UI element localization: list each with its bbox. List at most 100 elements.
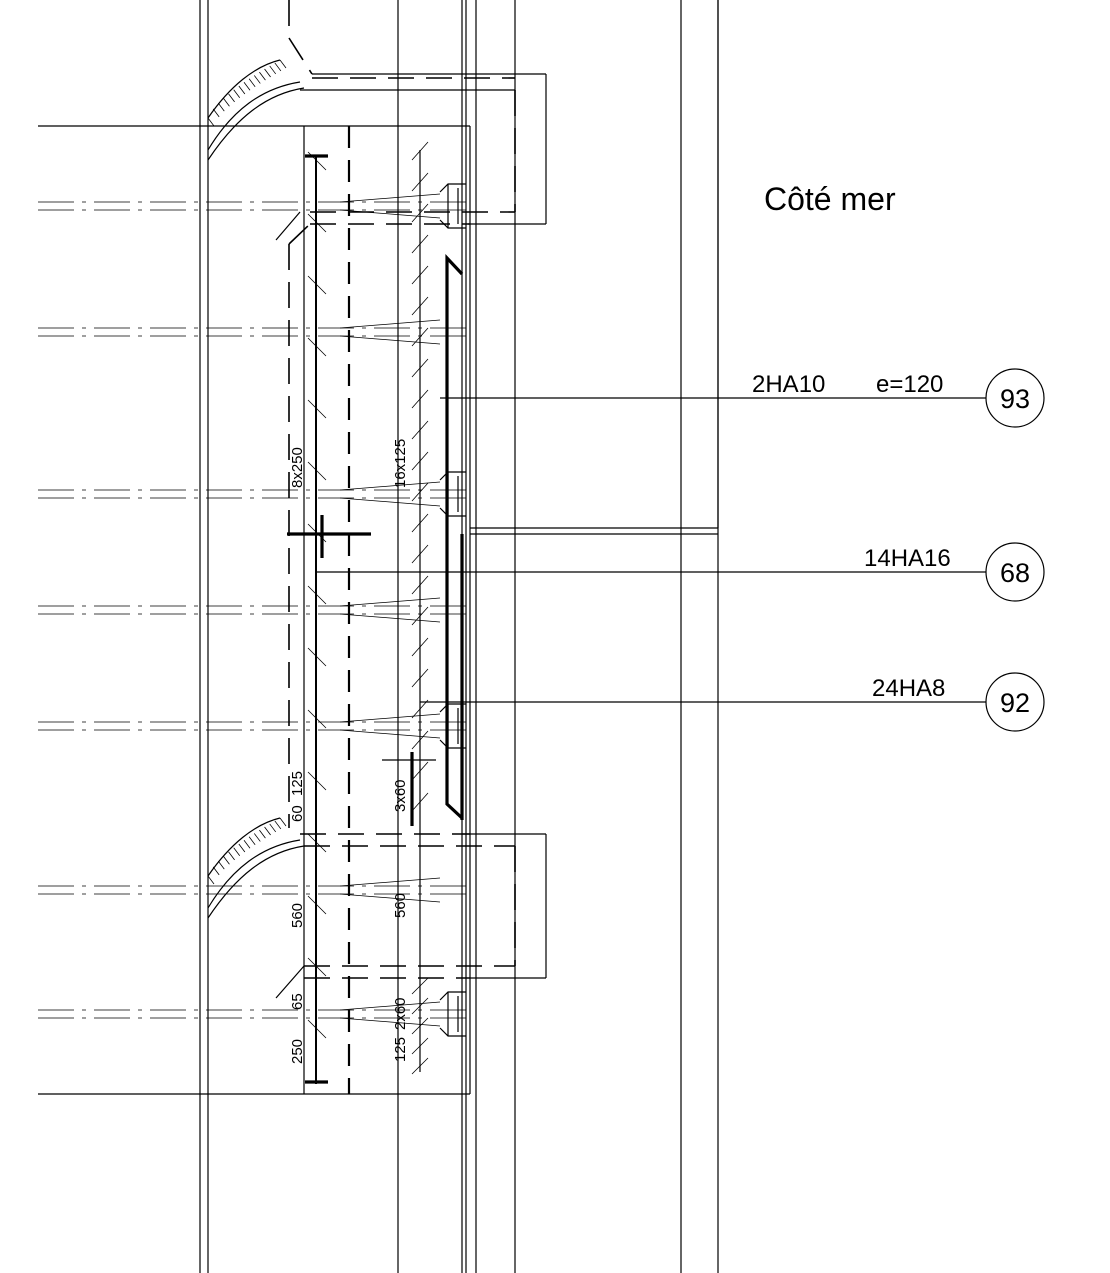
tick [307, 771, 327, 791]
tick [411, 544, 429, 564]
mark-circle [985, 672, 1045, 732]
anchor-plate [439, 471, 466, 517]
dim-3x60: 3x60 [392, 779, 409, 812]
hatch-line [212, 108, 220, 118]
anchor-bar [38, 597, 470, 623]
tick [411, 296, 429, 316]
anchor-plate [439, 991, 466, 1037]
hatch-line [223, 98, 230, 107]
slab-outline [38, 125, 471, 1095]
tick [411, 1037, 429, 1055]
anchor-bar [38, 877, 470, 903]
hatch-line [217, 102, 225, 112]
hatch-line [233, 847, 241, 857]
top-dashed-box [275, 0, 547, 828]
hatch-line [238, 85, 246, 95]
tick [411, 420, 429, 440]
anchor-plate [439, 703, 466, 749]
tick [411, 977, 429, 995]
dim-125-bottom: 125 [392, 1037, 409, 1062]
tick [411, 389, 429, 409]
arc-hatching [207, 59, 287, 885]
hatch-line [248, 78, 256, 88]
tick [411, 141, 429, 161]
hatch-line [259, 71, 266, 81]
bar-68 [445, 253, 464, 820]
side-label: Côté mer [764, 181, 896, 217]
hatch-line [279, 817, 287, 827]
tick [307, 895, 327, 915]
tick [411, 327, 429, 347]
anchor-bars [38, 193, 470, 1027]
anchor-bar [38, 481, 470, 507]
leader-lines [316, 397, 986, 703]
hatch-line [243, 840, 251, 849]
bar-spec: 14HA16 [864, 545, 951, 572]
tick [411, 997, 429, 1015]
dim-250: 250 [289, 1039, 306, 1064]
rebar-verticals [315, 150, 421, 1084]
tick [411, 606, 429, 626]
tick [307, 461, 327, 481]
tick [307, 151, 327, 171]
hatch-line [248, 836, 256, 846]
tick [307, 585, 327, 605]
hatch-line [264, 68, 271, 78]
bar-spacing: e=120 [876, 371, 943, 398]
hatch-line [238, 843, 246, 853]
tick [411, 699, 429, 719]
top-arc [207, 59, 305, 161]
dim-60: 60 [289, 805, 306, 822]
bar-spec: 2HA10 [752, 371, 825, 398]
dim-8x250: 8x250 [289, 447, 306, 488]
tick [411, 358, 429, 378]
tick [411, 203, 429, 223]
anchor-plates [439, 183, 466, 1037]
hatch-line [253, 833, 261, 842]
tick [411, 451, 429, 471]
hatch-line [217, 860, 225, 870]
tick [411, 761, 429, 781]
hatch-line [274, 62, 282, 72]
hatch-line [269, 65, 277, 75]
tick [411, 1057, 429, 1075]
mark-circle [985, 542, 1045, 602]
bar-spec: 24HA8 [872, 675, 945, 702]
tick [411, 265, 429, 285]
hatch-line [228, 851, 235, 861]
bottom-arc [207, 817, 305, 919]
vertical-walls [199, 0, 719, 1273]
callout-93: 93 2HA10 e=120 [752, 368, 1045, 428]
rebar-stubs [287, 154, 436, 1084]
tick [411, 172, 429, 192]
tick [307, 833, 327, 853]
tick [411, 730, 429, 750]
hatch-line [274, 820, 282, 830]
hatch-line [228, 93, 235, 103]
tick [411, 575, 429, 595]
tick [307, 709, 327, 729]
mark-circle [985, 368, 1045, 428]
tick [411, 668, 429, 688]
hatch-line [269, 823, 277, 833]
anchor-bar [38, 1001, 470, 1027]
tick [307, 957, 327, 977]
hatch-line [233, 89, 241, 99]
tick [411, 637, 429, 657]
tick [307, 337, 327, 357]
anchor-bar [38, 319, 470, 345]
dim-560-right: 560 [392, 893, 409, 918]
mark-number: 92 [1000, 688, 1030, 718]
callout-68: 68 14HA16 [864, 542, 1045, 602]
tick [411, 513, 429, 533]
tick [307, 213, 327, 233]
tick [307, 399, 327, 419]
hatch-line [264, 826, 271, 836]
hatch-line [223, 856, 230, 865]
hatch-line [207, 117, 215, 127]
anchor-plate [439, 183, 466, 229]
anchor-bar [38, 193, 470, 219]
anchor-bar [38, 713, 470, 739]
